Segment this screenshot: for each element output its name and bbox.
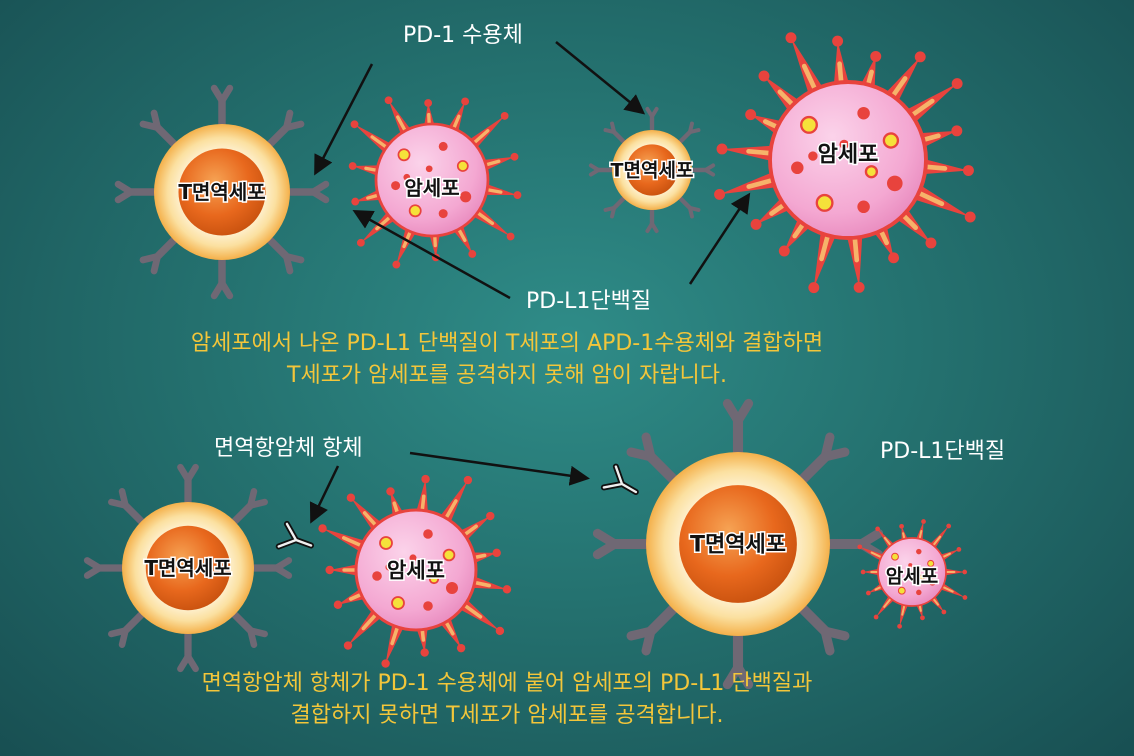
pd1-receptor-icon (675, 121, 701, 147)
pd1-receptor-icon (792, 598, 850, 656)
pdl1-protein-icon (480, 182, 518, 196)
pdl1-protein-icon (813, 225, 839, 288)
pdl1-protein-icon (845, 229, 863, 288)
t-cell: T면역세포 (592, 398, 884, 690)
pd1-receptor-icon (177, 463, 199, 511)
caption-bottom-line1: 면역항암체 항체가 PD-1 수용체에 붙어 암세포의 PD-L1 단백질과 (202, 671, 813, 696)
t-cell: T면역세포 (114, 84, 330, 300)
pdl1-protein-icon (396, 224, 419, 265)
caption-top-line2: T세포가 암세포를 공격하지 못해 암이 자랍니다. (286, 363, 727, 388)
caption-bottom-line2: 결합하지 못하면 T세포가 암세포를 공격합니다. (291, 703, 724, 728)
pdl1-protein-icon (467, 574, 507, 590)
pdl1-protein-icon (322, 528, 370, 555)
pd1-receptor-icon (645, 204, 659, 234)
pdl1-protein-icon (937, 581, 965, 598)
pd1-receptor-icon (645, 106, 659, 136)
pd1-receptor-icon (280, 180, 330, 204)
pd1-receptor-icon (210, 250, 234, 300)
cancer-cell: 암세포 (714, 32, 976, 294)
cancer-cell-label: 암세포 (886, 566, 938, 588)
pd1-receptor-icon (177, 625, 199, 673)
arrow-antibody-to-right-antibody (409, 451, 590, 486)
t-cell: T면역세포 (83, 463, 293, 673)
pd1-receptor-icon (210, 84, 234, 134)
pd1-receptor-icon (227, 488, 268, 529)
pd1-receptor-icon (262, 232, 305, 275)
t-cell-label: T면역세포 (178, 180, 265, 204)
pdl1-protein-icon (899, 601, 909, 627)
arrow-pd1-to-left-tcell (314, 63, 374, 176)
arrow-antibody-to-left-antibody (309, 465, 340, 524)
pdl1-protein-icon (859, 546, 887, 563)
pd1-receptor-icon (83, 557, 131, 579)
t-cell-label: T면역세포 (690, 533, 786, 558)
label-antibody: 면역항암체 항체 (214, 436, 363, 461)
pdl1-protein-icon (415, 479, 429, 517)
pdl1-protein-icon (719, 169, 783, 195)
pd1-receptor-icon (603, 193, 629, 219)
pd1-receptor-icon (108, 488, 149, 529)
pd1-receptor-icon (675, 193, 701, 219)
pd1-receptor-icon (592, 528, 659, 560)
pd1-receptor-icon (722, 398, 754, 465)
t-cell-label: T면역세포 (144, 556, 231, 580)
pd1-receptor-icon (108, 607, 149, 648)
pdl1-protein-icon (385, 619, 406, 664)
pd1-receptor-icon (626, 432, 684, 490)
arrow-pdl1-to-right-cancer (688, 192, 751, 285)
pd1-receptor-icon (792, 432, 850, 490)
cancer-cell-label: 암세포 (818, 143, 879, 168)
pd1-receptor-icon (245, 557, 293, 579)
label-pd1-receptor: PD-1 수용체 (403, 23, 523, 48)
pd1-receptor-icon (603, 121, 629, 147)
t-cell: T면역세포 (588, 106, 716, 234)
pd1-receptor-icon (262, 109, 305, 152)
cancer-cell-label: 암세포 (404, 176, 459, 200)
antibody-icon (279, 524, 315, 557)
pdl1-protein-icon (790, 37, 827, 101)
pd1-receptor-icon (139, 109, 182, 152)
label-pdl1-protein-bottom: PD-L1단백질 (880, 439, 1005, 464)
cancer-cell-label: 암세포 (387, 558, 445, 582)
cancer-cell: 암세포 (857, 519, 968, 629)
pd1-receptor-icon (626, 598, 684, 656)
arrows (309, 41, 751, 524)
arrow-pd1-to-right-tcell (555, 41, 646, 115)
pdl1-protein-icon (722, 145, 779, 163)
antibody-icon (604, 467, 642, 503)
pdl1-protein-icon (907, 181, 971, 217)
pd1-receptor-icon (114, 180, 164, 204)
cancer-cell: 암세포 (348, 96, 522, 269)
pd1-receptor-icon (139, 232, 182, 275)
t-cell-label: T면역세포 (611, 160, 694, 182)
label-pdl1-protein-top: PD-L1단백질 (526, 289, 651, 314)
pd1-receptor-icon (227, 607, 268, 648)
caption-top-line1: 암세포에서 나온 PD-L1 단백질이 T세포의 APD-1수용체와 결합하면 (191, 331, 823, 356)
arrow-pdl1-to-left-cancer (352, 210, 511, 300)
cancer-cell: 암세포 (318, 474, 512, 668)
